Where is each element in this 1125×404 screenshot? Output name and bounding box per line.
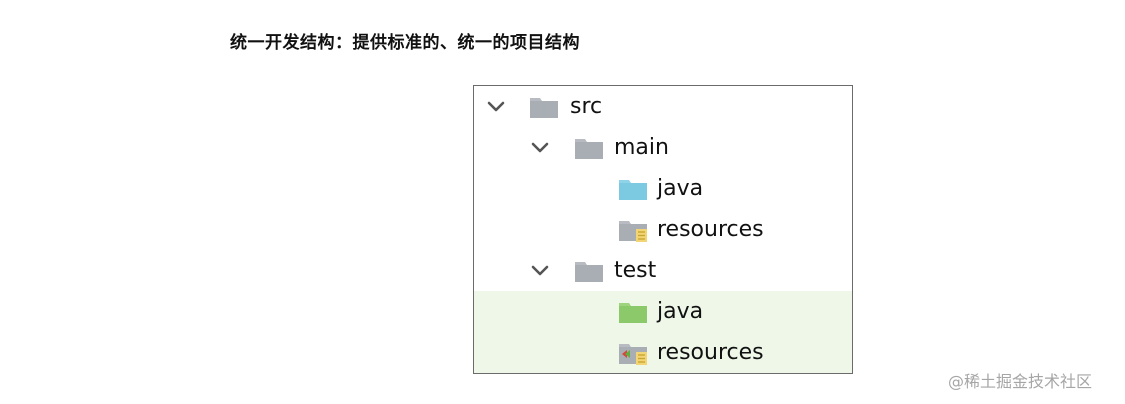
tree-row-src[interactable]: src xyxy=(474,86,852,127)
tree-row-test-resources[interactable]: resources xyxy=(474,332,852,373)
source-folder-icon xyxy=(619,179,647,200)
watermark: @稀土掘金技术社区 xyxy=(948,372,1093,391)
folder-icon xyxy=(575,261,603,282)
tree-label-resources: resources xyxy=(657,217,764,242)
tree-label-resources: resources xyxy=(657,340,764,365)
tree-row-main[interactable]: main xyxy=(474,127,852,168)
chevron-down-icon[interactable] xyxy=(485,96,507,118)
folder-icon xyxy=(575,138,603,159)
project-tree-panel: src main java resources xyxy=(473,85,853,374)
folder-icon xyxy=(530,97,558,118)
tree-row-test[interactable]: test xyxy=(474,250,852,291)
test-resources-folder-icon xyxy=(619,343,647,365)
chevron-down-icon[interactable] xyxy=(529,260,551,282)
tree-label-java: java xyxy=(657,176,704,201)
chevron-down-icon[interactable] xyxy=(529,137,551,159)
test-source-folder-icon xyxy=(619,302,647,323)
tree-label-test: test xyxy=(614,258,657,283)
tree-label-main: main xyxy=(614,135,669,160)
tree-row-main-resources[interactable]: resources xyxy=(474,209,852,250)
tree-label-src: src xyxy=(570,94,603,119)
page-heading: 统一开发结构：提供标准的、统一的项目结构 xyxy=(230,33,580,53)
tree-label-java: java xyxy=(657,299,704,324)
tree-row-test-java[interactable]: java xyxy=(474,291,852,332)
resources-folder-icon xyxy=(619,220,647,242)
tree-row-main-java[interactable]: java xyxy=(474,168,852,209)
